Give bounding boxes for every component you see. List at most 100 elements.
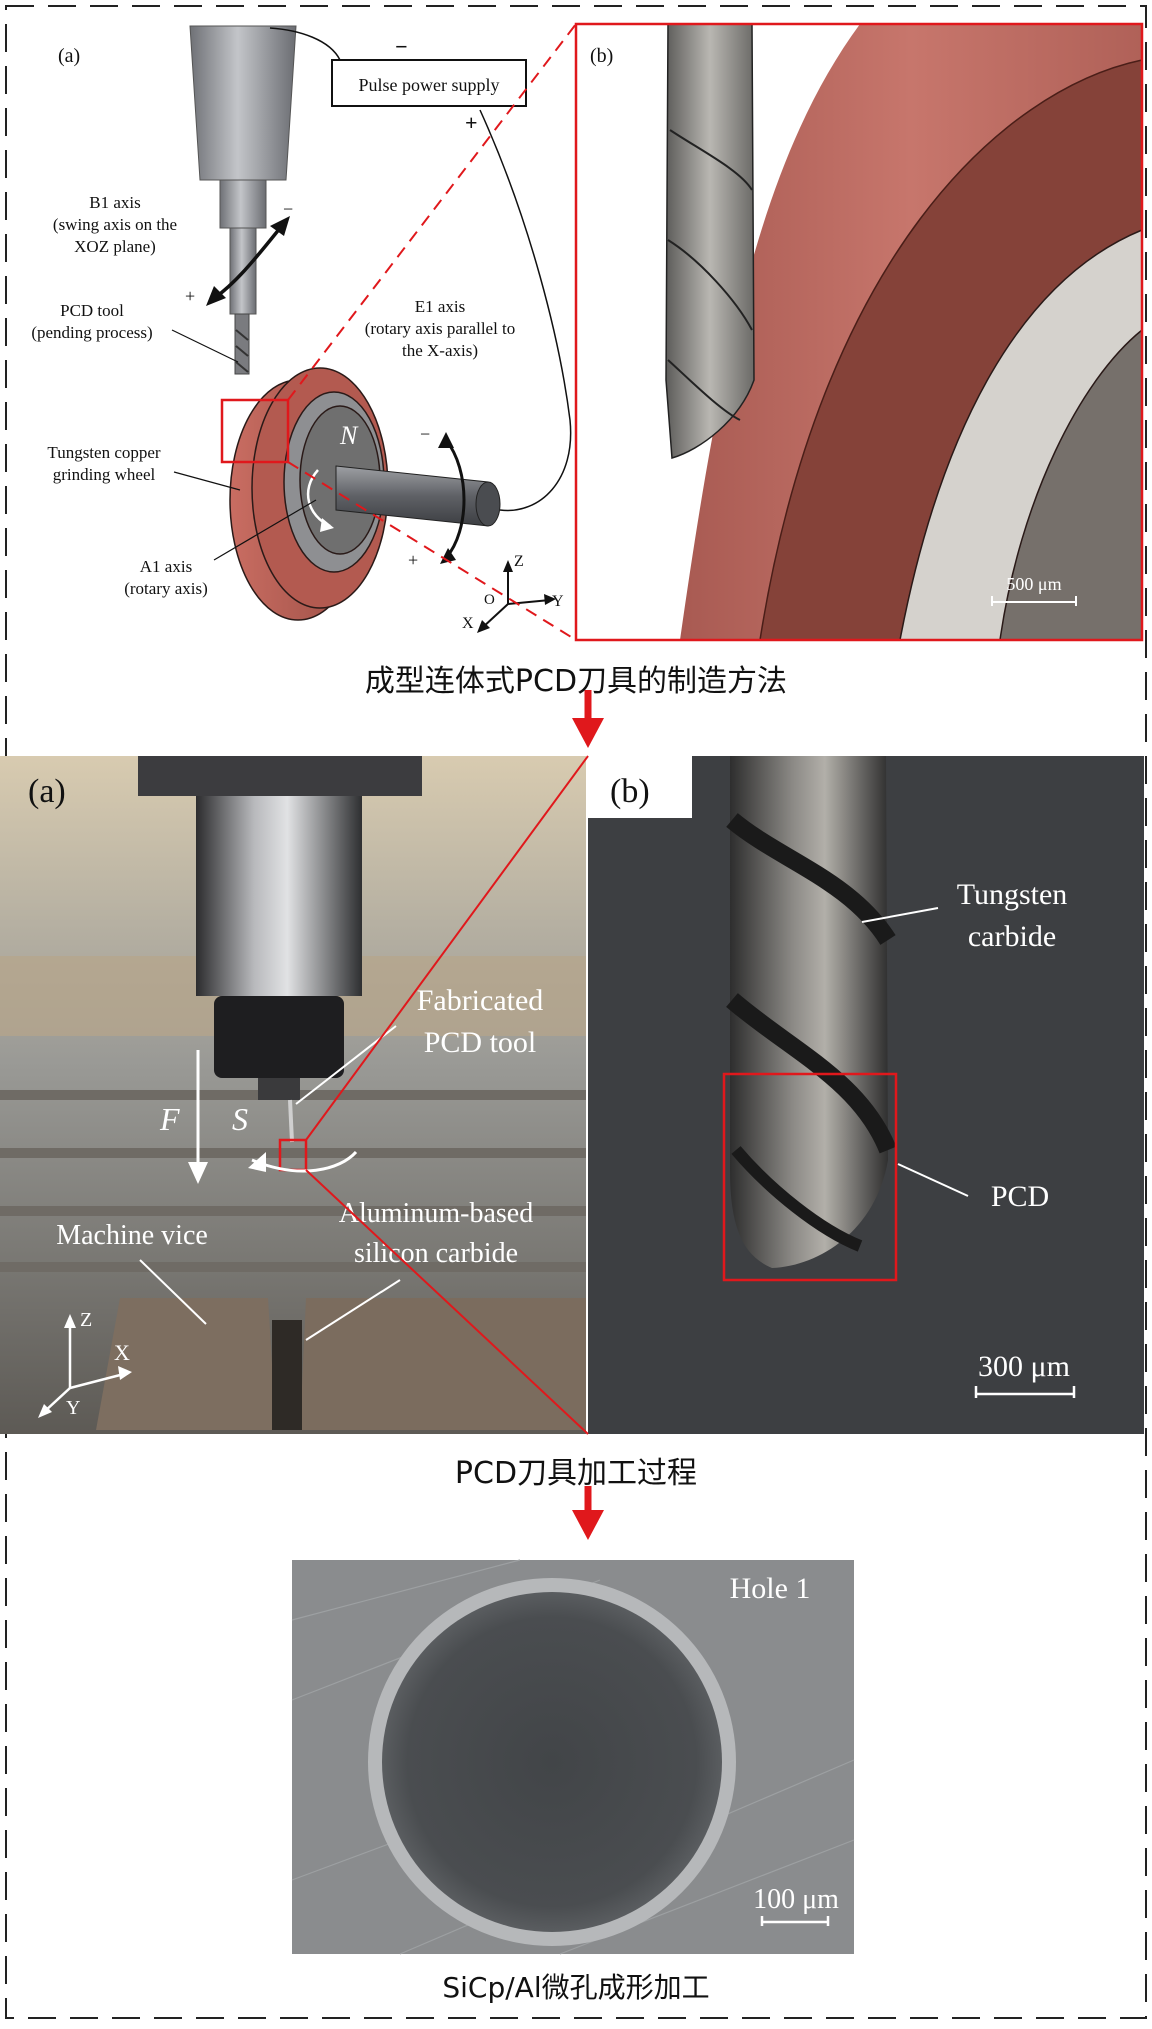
pcd-leader	[897, 1163, 969, 1197]
mid-zoom-line-top	[305, 755, 589, 1141]
fabricated-label-1: Fabricated	[417, 984, 544, 1017]
render-drill-flute-1	[669, 129, 753, 191]
photo-triad-y	[43, 1387, 71, 1413]
spindle-rotation-arc	[251, 1150, 358, 1173]
b1-axis-label-3: XOZ plane)	[74, 237, 156, 256]
pcd-tool-leader	[171, 329, 239, 363]
zoom-line-bottom	[287, 461, 577, 641]
flow-arrow-1-head	[572, 718, 604, 748]
photo-triad-y-head	[38, 1404, 52, 1418]
speed-label: S	[232, 1101, 248, 1137]
photo-a-gap	[272, 1320, 302, 1430]
photo-a-collet-tip	[258, 1078, 300, 1100]
triad-z-head	[503, 560, 513, 572]
feed-arrow-head	[188, 1162, 208, 1184]
pcd-tool-flute	[235, 329, 249, 373]
render-wheel-edge-line-3	[999, 329, 1143, 641]
wheel-label-1: Tungsten copper	[47, 443, 161, 462]
triad-x-label: X	[462, 615, 474, 632]
e1-axis-arc-arrow	[444, 439, 466, 559]
photo-a-tool	[288, 1099, 294, 1143]
a1-axis-label-2: (rotary axis)	[124, 579, 208, 598]
e1-arrow-head-1	[438, 432, 454, 448]
pulse-power-supply-label: Pulse power supply	[359, 75, 500, 95]
render-wheel-face	[760, 60, 1142, 640]
photo-triad-x	[69, 1372, 125, 1390]
machine-vice-label: Machine vice	[56, 1220, 208, 1251]
pcd-tool-label-1: PCD tool	[60, 301, 124, 320]
photo-a-rail-2	[0, 1148, 586, 1158]
render-drill-body	[665, 23, 755, 459]
sem-tag: Hole 1	[730, 1572, 811, 1605]
photo-b-tag: (b)	[610, 773, 650, 810]
panel-a-schematic: (a) Pulse power supply − + − + B1 axis (…	[31, 23, 577, 641]
photo-b-pcd-box	[722, 1072, 898, 1282]
b1-plus: +	[185, 286, 195, 306]
pcd-tool-label-2: (pending process)	[31, 323, 152, 342]
e1-minus: −	[420, 424, 430, 444]
pcd-label: PCD	[991, 1180, 1049, 1213]
b1-axis-label-2: (swing axis on the	[53, 215, 177, 234]
photo-a-spindle	[196, 796, 362, 996]
sem-hole	[382, 1592, 722, 1932]
wheel-label-2: grinding wheel	[53, 465, 156, 484]
triad-y-label: Y	[552, 593, 564, 610]
photo-a-collet-nut	[214, 996, 344, 1078]
e1-arrow-head-2	[440, 548, 456, 564]
photo-a-tag: (a)	[28, 773, 66, 810]
b1-arrow-head-2	[206, 286, 226, 306]
photo-b-flute-3	[731, 1146, 863, 1252]
minus-sign-top: −	[395, 34, 408, 59]
panel-a-top-tag: (a)	[58, 45, 80, 67]
n-rotation-arrow-head	[320, 518, 334, 532]
workpiece-label-2: silicon carbide	[354, 1238, 518, 1269]
b1-axis-label-1: B1 axis	[89, 193, 140, 212]
fabricated-label-2: PCD tool	[424, 1026, 537, 1059]
panel-sem: Hole 1 100 μm	[291, 1559, 855, 1955]
triad-o-label: O	[484, 592, 495, 608]
triad-z-label: Z	[514, 553, 524, 570]
render-wheel-edge-line-1	[759, 59, 1143, 641]
negative-wire	[269, 27, 341, 61]
carbide-leader	[861, 907, 939, 923]
a1-leader	[213, 499, 317, 561]
triad-x-head	[477, 620, 490, 633]
spindle-rotation-head	[248, 1152, 266, 1172]
photo-triad-z-label: Z	[80, 1309, 92, 1331]
render-drill-flute-2	[667, 239, 753, 331]
e1-axis-label-2: (rotary axis parallel to	[365, 319, 516, 338]
caption-microhole-forming: SiCp/Al微孔成形加工	[442, 1971, 710, 2004]
photo-a-rail-4	[0, 1262, 586, 1272]
photo-b-drill	[730, 756, 888, 1268]
wheel-zoom-box	[220, 398, 290, 464]
photo-triad-y-label: Y	[66, 1397, 80, 1419]
sem-scale-label: 100 μm	[753, 1884, 839, 1915]
panel-a-photo: (a) Fabricated PCD tool F S Machine vice…	[0, 756, 586, 1434]
b1-minus: −	[283, 199, 293, 219]
photo-a-vice-right	[300, 1298, 586, 1430]
machine-vice-leader	[139, 1259, 207, 1325]
pulse-power-supply-box	[331, 59, 527, 107]
photo-triad-z-head	[64, 1314, 76, 1328]
render-wheel-edge-line-2	[899, 229, 1143, 641]
triad-y-head	[544, 594, 556, 605]
render-wheel-hub	[1000, 330, 1142, 640]
e1-axis-label-3: the X-axis)	[402, 341, 478, 360]
spindle-body	[189, 25, 297, 181]
workpiece-leader	[305, 1279, 401, 1341]
photo-triad-x-label: X	[114, 1340, 130, 1365]
flow-arrow-2-head	[572, 1510, 604, 1540]
feed-label: F	[159, 1101, 180, 1137]
b1-arrow-head-1	[270, 216, 290, 236]
carbide-label-1: Tungsten	[957, 878, 1068, 911]
plus-sign-top: +	[465, 110, 478, 135]
carbide-label-2: carbide	[968, 920, 1056, 953]
render-wheel-outer-band	[680, 24, 1142, 640]
photo-b-tag-bg	[588, 756, 692, 818]
panel-b-top-tag: (b)	[590, 45, 613, 67]
photo-triad-x-head	[118, 1366, 132, 1380]
n-rotation-label: N	[339, 421, 359, 450]
shaft-end	[475, 481, 501, 527]
positive-wire	[479, 109, 572, 512]
